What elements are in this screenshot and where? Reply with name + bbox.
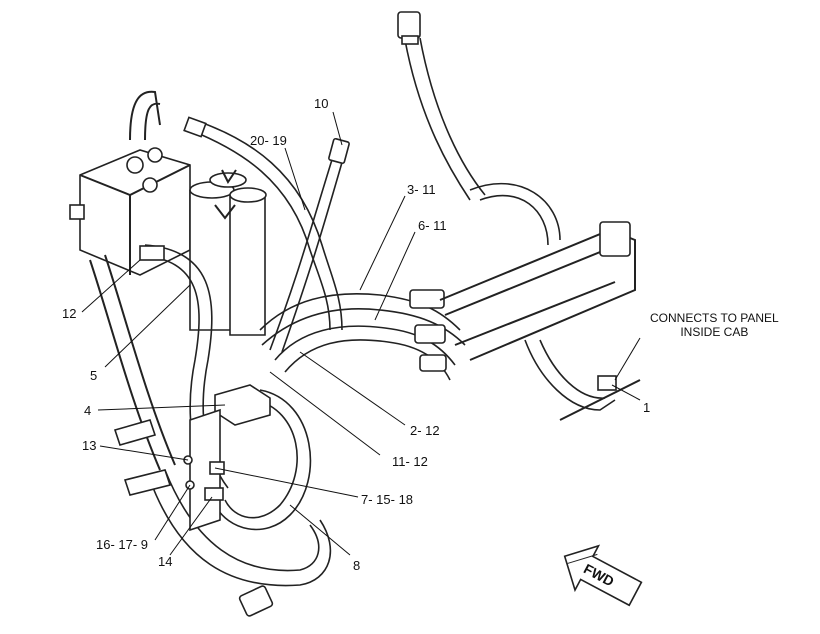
- callout-16-17-9: 16- 17- 9: [96, 537, 149, 552]
- callout-2-12: 2- 12: [410, 423, 440, 438]
- component-4: [183, 384, 271, 532]
- callout-6-11: 6- 11: [418, 218, 447, 233]
- hose-10: [183, 116, 350, 353]
- callout-20-19: 20- 19: [250, 133, 287, 148]
- callout-4: 4: [84, 403, 92, 418]
- left-rails: [89, 254, 176, 496]
- frame-right: [439, 182, 641, 421]
- note-line-1: CONNECTS TO PANEL: [650, 311, 779, 325]
- fwd-arrow: [563, 544, 643, 607]
- callout-11-12: 11- 12: [392, 454, 428, 469]
- callout-12: 12: [62, 306, 77, 321]
- callout-14: 14: [158, 554, 173, 569]
- callout-8: 8: [353, 558, 361, 573]
- cab-connection-note: CONNECTS TO PANEL INSIDE CAB: [650, 311, 779, 339]
- callout-3-11: 3- 11: [407, 182, 436, 197]
- filter-canisters: [189, 169, 267, 336]
- callout-13: 13: [82, 438, 97, 453]
- callout-7-15-18: 7- 15- 18: [361, 492, 414, 507]
- callout-10: 10: [314, 96, 329, 111]
- note-line-2: INSIDE CAB: [680, 325, 749, 339]
- leader-lines: [81, 111, 641, 556]
- valve-block: [69, 90, 191, 276]
- callout-5: 5: [90, 368, 98, 383]
- hose-bundle-3-6: [259, 289, 466, 381]
- callout-1: 1: [643, 400, 651, 415]
- upper-hose: [397, 11, 486, 201]
